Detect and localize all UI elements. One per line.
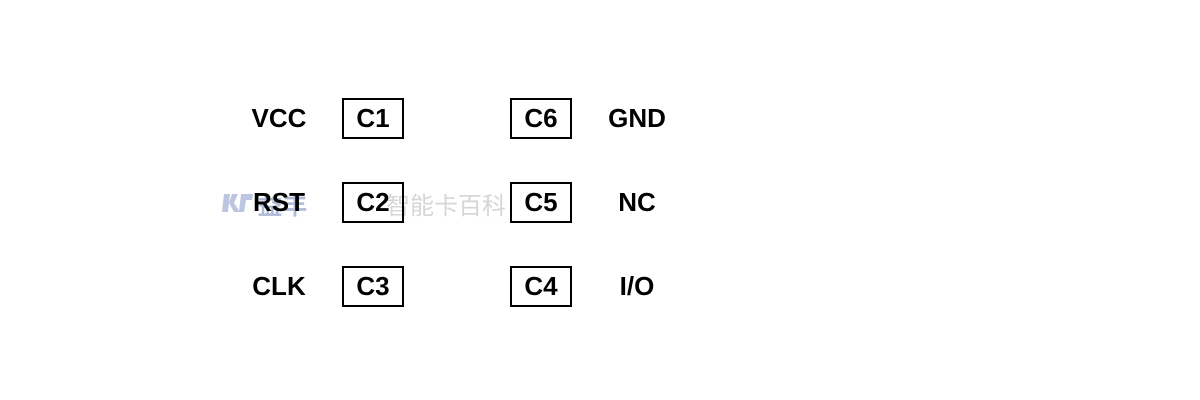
- watermark: 益丰 智能卡百科: [222, 186, 506, 220]
- signal-label-vcc: VCC: [251, 103, 307, 133]
- pin-contact-c3: C3: [342, 266, 404, 307]
- signal-label-rst: RST: [253, 187, 305, 217]
- pin-contact-c4: C4: [510, 266, 572, 307]
- signal-label-nc: NC: [618, 187, 656, 217]
- signal-label-io: I/O: [619, 271, 655, 301]
- watermark-logo-icon: [222, 194, 253, 212]
- signal-label-clk: CLK: [252, 271, 306, 301]
- pin-contact-c2: C2: [342, 182, 404, 223]
- watermark-brand: 益丰: [258, 191, 308, 220]
- pin-contact-c5: C5: [510, 182, 572, 223]
- signal-label-gnd: GND: [608, 103, 666, 133]
- pin-contact-c6: C6: [510, 98, 572, 139]
- watermark-text: 智能卡百科: [386, 191, 506, 220]
- pin-contact-c1: C1: [342, 98, 404, 139]
